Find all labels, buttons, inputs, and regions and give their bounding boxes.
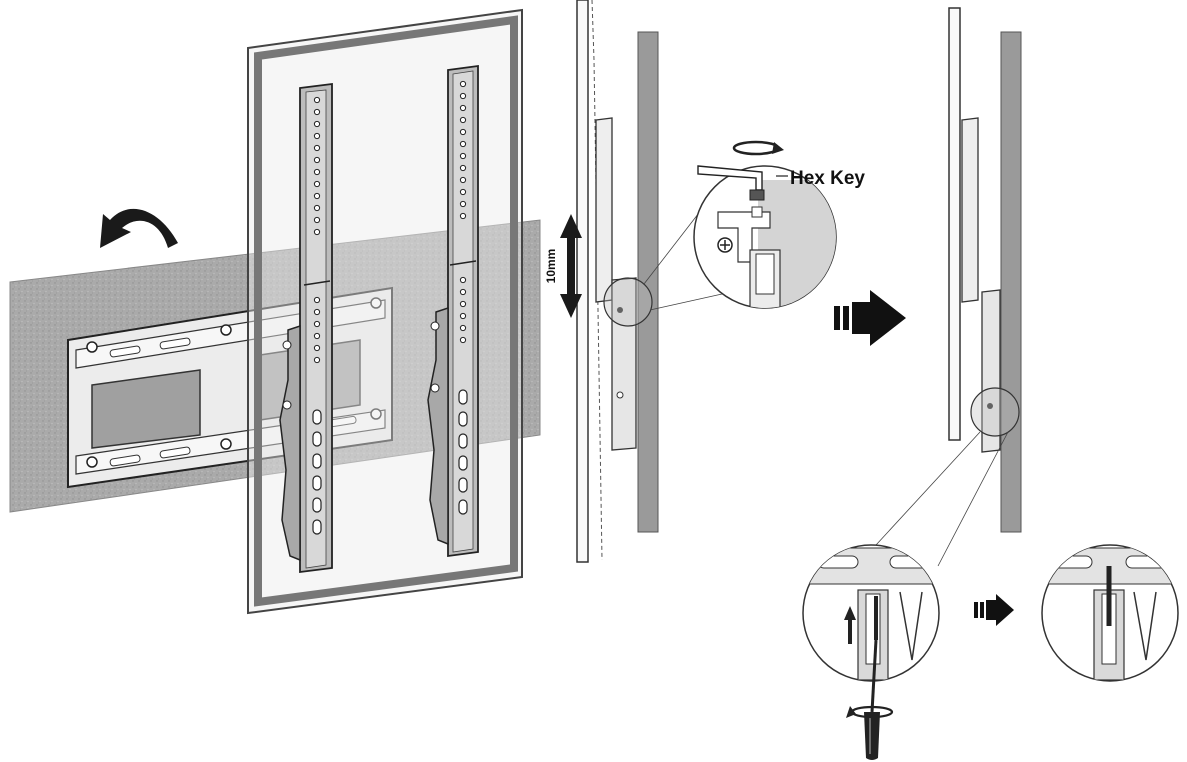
right-arrow-icon [834,290,906,346]
right-panel [802,7,1179,760]
hex-key-icon [697,165,765,201]
tv-side-profile-final [948,7,1001,453]
middle-panel: 10mm [544,0,865,563]
curved-arrow-icon [100,208,178,248]
screwdriver-icon [846,639,894,760]
tv-bracket-right [427,64,479,558]
locked-detail-magnifier [1041,544,1179,682]
hex-key-detail-magnifier [693,140,837,309]
tv-side-profile [576,0,637,563]
small-right-arrow-icon [974,594,1014,626]
wall-section-final [1000,31,1022,533]
screwdriver-detail-magnifier [802,544,940,682]
tv-bracket-left [279,82,333,574]
adjust-range-label: 10mm [544,249,558,284]
left-panel [9,8,541,615]
detail-marker-final [970,387,1020,437]
detail-marker [603,277,653,327]
wall-section [637,31,659,533]
rotation-arrow-icon [732,140,784,156]
hex-key-label: Hex Key [790,168,865,189]
up-arrow-icon [844,606,856,644]
double-arrow-icon [560,214,582,318]
